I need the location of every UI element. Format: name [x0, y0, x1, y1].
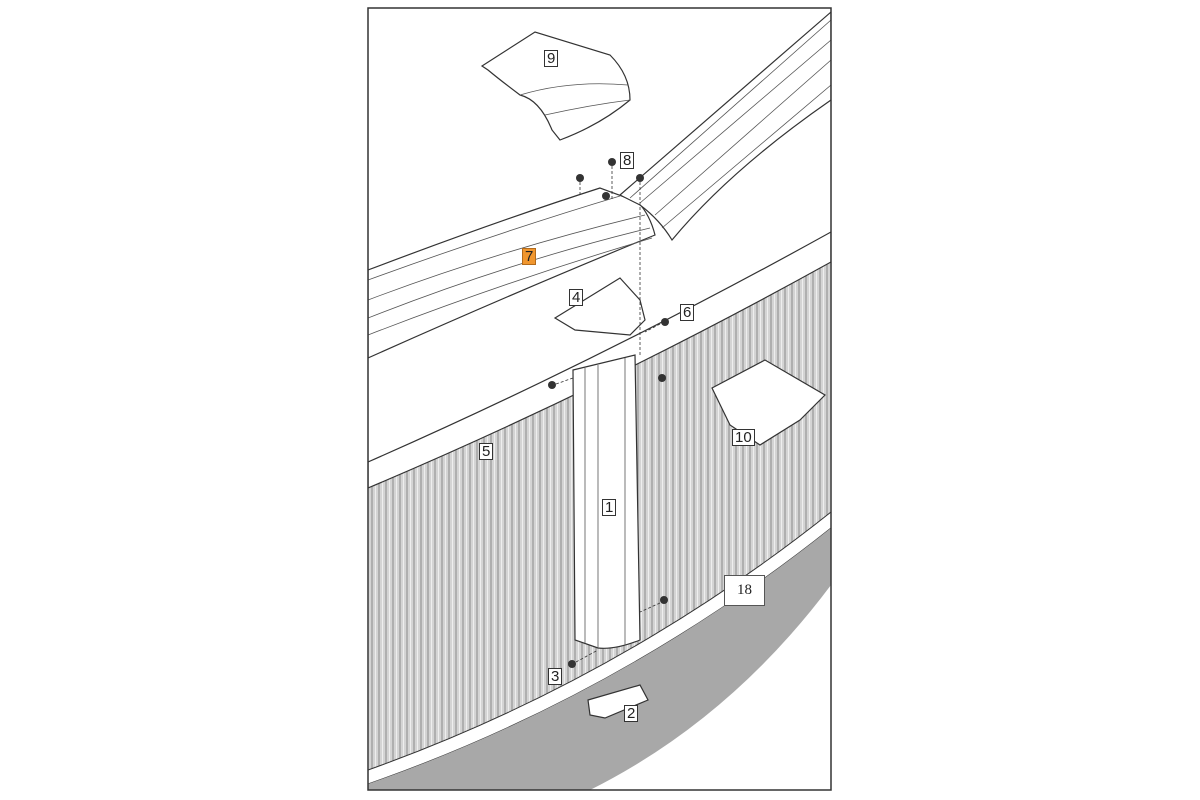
- wall-rail: [368, 231, 831, 489]
- label-5: 5: [479, 443, 494, 460]
- frame: [367, 7, 832, 791]
- label-3: 3: [548, 668, 563, 685]
- label-18: 18: [724, 575, 765, 606]
- top-plate: [553, 277, 646, 336]
- label-2: 2: [624, 705, 639, 722]
- label-8: 8: [620, 152, 635, 169]
- screws: [548, 158, 669, 668]
- label-1: 1: [602, 499, 617, 516]
- top-rail-right: [618, 11, 831, 242]
- skimmer-cover: [711, 359, 826, 446]
- top-cap: [480, 31, 631, 141]
- label-6: 6: [680, 304, 695, 321]
- label-7: 7: [522, 248, 537, 265]
- label-4: 4: [569, 289, 584, 306]
- label-10: 10: [732, 429, 755, 446]
- label-9: 9: [544, 50, 559, 67]
- ground: [368, 528, 831, 790]
